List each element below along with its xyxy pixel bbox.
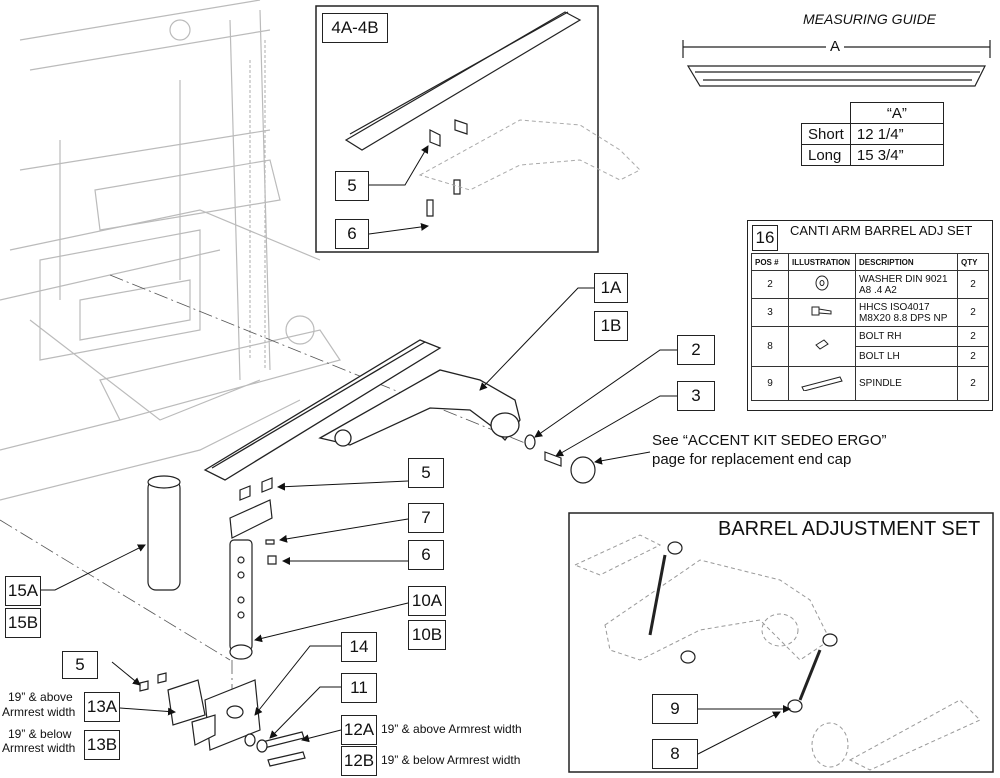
row-qty: 2 bbox=[957, 346, 989, 367]
callout-3: 3 bbox=[677, 381, 715, 411]
barrel-set-parts bbox=[648, 541, 838, 713]
note-13a-line1: 19” & above bbox=[8, 690, 73, 704]
row-desc: SPINDLE bbox=[855, 366, 958, 401]
callout-5-lower: 5 bbox=[62, 651, 98, 679]
callout-8: 8 bbox=[652, 739, 698, 769]
row-qty: 2 bbox=[957, 366, 989, 401]
note-13a-line2: Armrest width bbox=[2, 705, 76, 719]
row-qty: 2 bbox=[957, 270, 989, 299]
callout-13a: 13A bbox=[84, 692, 120, 722]
value-long: 15 3/4” bbox=[849, 144, 944, 166]
callout-10a: 10A bbox=[408, 586, 446, 616]
note-12a: 19” & above Armrest width bbox=[381, 722, 522, 736]
row-pos: 9 bbox=[751, 366, 789, 401]
row-desc: WASHER DIN 9021 A8 .4 A2 bbox=[855, 270, 958, 299]
receiver-clamp bbox=[139, 672, 306, 767]
inset-label-4a-4b: 4A-4B bbox=[322, 13, 388, 43]
callout-13b: 13B bbox=[84, 730, 120, 760]
callout-15a: 15A bbox=[5, 576, 41, 606]
callout-15b: 15B bbox=[5, 608, 41, 638]
row-desc: BOLT RH bbox=[855, 326, 958, 347]
end-cap-note-line1: See “ACCENT KIT SEDEO ERGO” bbox=[652, 432, 887, 449]
callout-12a: 12A bbox=[341, 715, 377, 745]
bolt-icon bbox=[788, 298, 856, 327]
inset-armrest-pad bbox=[344, 11, 582, 217]
row-desc: BOLT LH bbox=[855, 346, 958, 367]
callout-1a: 1A bbox=[594, 273, 628, 303]
row-qty: 2 bbox=[957, 326, 989, 347]
main-armrest bbox=[203, 339, 521, 481]
parts-table: POS # ILLUSTRATION DESCRIPTION QTY 2 WAS… bbox=[751, 253, 989, 401]
end-hardware bbox=[524, 434, 596, 484]
parts-box-title: CANTI ARM BARREL ADJ SET bbox=[790, 223, 973, 238]
callout-14: 14 bbox=[341, 632, 377, 662]
col-pos: POS # bbox=[751, 253, 789, 271]
col-description: DESCRIPTION bbox=[855, 253, 958, 271]
washer-icon bbox=[788, 270, 856, 299]
measuring-guide-drawing bbox=[682, 40, 991, 87]
callout-5: 5 bbox=[408, 458, 444, 488]
inset-box-4a-4b bbox=[315, 5, 599, 253]
parts-box-number: 16 bbox=[752, 225, 778, 251]
armrest-post bbox=[147, 475, 277, 660]
measuring-table-header: “A” bbox=[849, 102, 944, 124]
note-12b: 19” & below Armrest width bbox=[381, 753, 521, 767]
wheelchair-frame-background bbox=[0, 0, 341, 501]
row-qty: 2 bbox=[957, 298, 989, 327]
parts-box-16: 16 CANTI ARM BARREL ADJ SET POS # ILLUST… bbox=[747, 220, 993, 411]
barrel-bolt-icon bbox=[788, 326, 856, 367]
row-pos: 3 bbox=[751, 298, 789, 327]
col-illustration: ILLUSTRATION bbox=[788, 253, 856, 271]
row-pos: 8 bbox=[751, 326, 789, 367]
note-13b-line1: 19” & below bbox=[8, 727, 72, 741]
dimension-a-label: A bbox=[826, 38, 845, 55]
barrel-set-title: BARREL ADJUSTMENT SET bbox=[718, 518, 981, 540]
callout-10b: 10B bbox=[408, 620, 446, 650]
callout-9: 9 bbox=[652, 694, 698, 724]
note-13b-line2: Armrest width bbox=[2, 741, 76, 755]
barrel-set-box bbox=[568, 512, 994, 773]
value-short: 12 1/4” bbox=[849, 123, 944, 145]
size-long: Long bbox=[801, 144, 851, 166]
row-desc: HHCS ISO4017 M8X20 8.8 DPS NP bbox=[855, 298, 958, 327]
callout-2: 2 bbox=[677, 335, 715, 365]
row-pos: 2 bbox=[751, 270, 789, 299]
barrel-set-ghost-arm bbox=[573, 534, 981, 771]
callout-6-inset: 6 bbox=[335, 219, 369, 249]
col-qty: QTY bbox=[957, 253, 989, 271]
end-cap-note-line2: page for replacement end cap bbox=[652, 451, 852, 468]
spindle-icon bbox=[788, 366, 856, 401]
measuring-guide-title: MEASURING GUIDE bbox=[803, 11, 937, 27]
measuring-table-corner bbox=[801, 102, 851, 124]
callout-7: 7 bbox=[408, 503, 444, 533]
inset-arm-ghost bbox=[418, 119, 641, 191]
callout-1b: 1B bbox=[594, 311, 628, 341]
leader-lines bbox=[40, 145, 791, 755]
size-short: Short bbox=[801, 123, 851, 145]
callout-11: 11 bbox=[341, 673, 377, 703]
callout-12b: 12B bbox=[341, 746, 377, 776]
callout-5-inset: 5 bbox=[335, 171, 369, 201]
callout-6: 6 bbox=[408, 540, 444, 570]
